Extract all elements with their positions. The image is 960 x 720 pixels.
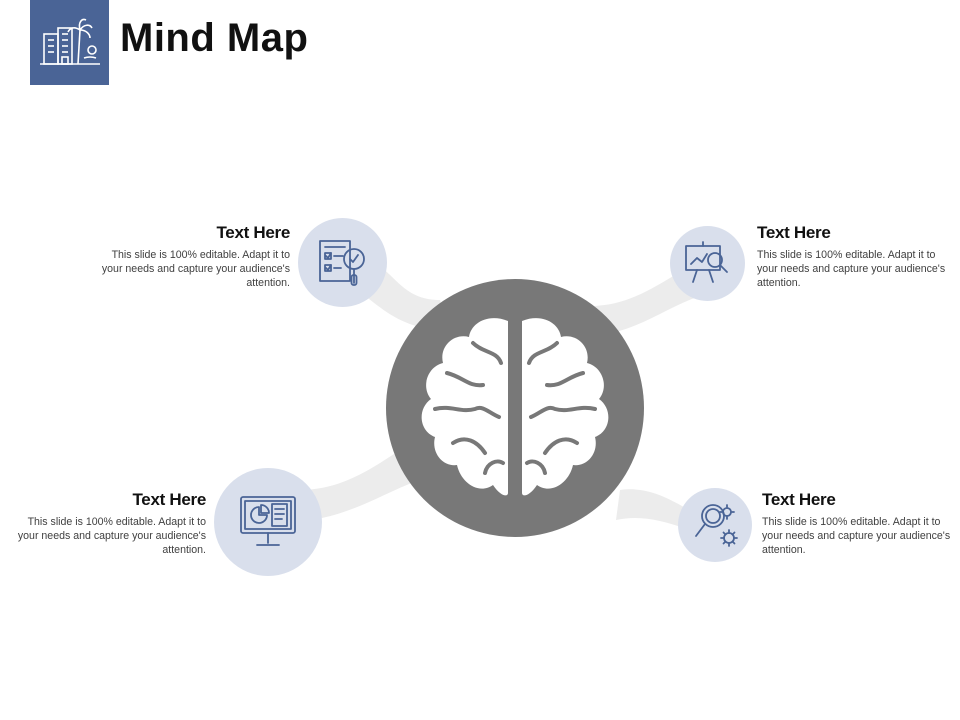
logo-badge bbox=[30, 0, 109, 85]
node-top-right bbox=[670, 226, 745, 301]
page-title: Mind Map bbox=[120, 16, 309, 60]
connector-bottom-right bbox=[616, 489, 690, 528]
node-top-left bbox=[298, 218, 387, 307]
monitor-dashboard-icon bbox=[240, 496, 296, 546]
search-gear-icon bbox=[695, 504, 738, 547]
node-bottom-left bbox=[214, 468, 322, 576]
body-top-right: This slide is 100% editable. Adapt it to… bbox=[757, 249, 946, 289]
checklist-magnifier-icon bbox=[319, 240, 365, 286]
heading-top-left: Text Here bbox=[216, 223, 290, 242]
city-building-palm-icon bbox=[40, 18, 100, 65]
presentation-board-search-icon bbox=[685, 241, 728, 283]
node-bottom-right bbox=[678, 488, 752, 562]
text-block-top-right: Text Here This slide is 100% editable. A… bbox=[757, 223, 947, 290]
text-block-top-left: Text Here This slide is 100% editable. A… bbox=[100, 223, 290, 290]
body-bottom-right: This slide is 100% editable. Adapt it to… bbox=[762, 516, 951, 556]
body-top-left: This slide is 100% editable. Adapt it to… bbox=[101, 249, 290, 289]
brain-icon bbox=[421, 318, 609, 496]
heading-bottom-right: Text Here bbox=[762, 490, 836, 509]
text-block-bottom-left: Text Here This slide is 100% editable. A… bbox=[16, 490, 206, 557]
center-circle bbox=[386, 279, 644, 537]
connector-top-right bbox=[590, 272, 700, 336]
heading-top-right: Text Here bbox=[757, 223, 831, 242]
connector-bottom-left bbox=[300, 450, 420, 518]
text-block-bottom-right: Text Here This slide is 100% editable. A… bbox=[762, 490, 952, 557]
heading-bottom-left: Text Here bbox=[132, 490, 206, 509]
body-bottom-left: This slide is 100% editable. Adapt it to… bbox=[17, 516, 206, 556]
